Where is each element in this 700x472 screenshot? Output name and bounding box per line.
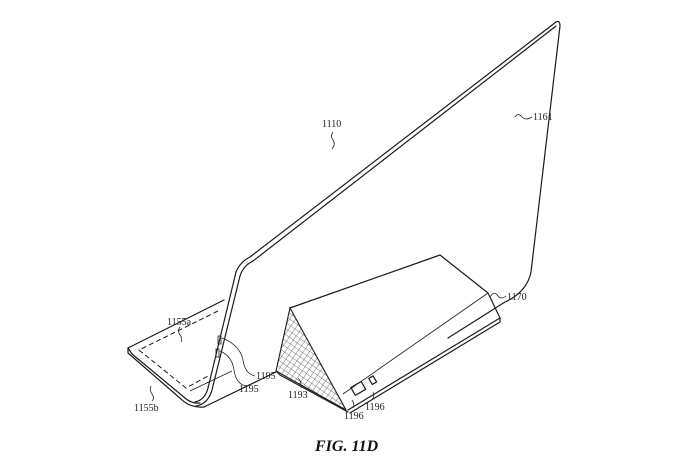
label-mesh-vent: 1193 bbox=[288, 390, 308, 401]
label-hinge-upper: 1195 bbox=[256, 371, 276, 382]
label-rear-surface: 1161 bbox=[533, 112, 553, 123]
label-hinge-lower: 1195 bbox=[239, 384, 259, 395]
figure-caption: FIG. 11D bbox=[314, 438, 379, 455]
stand-housing bbox=[275, 254, 501, 414]
label-port-right: 1196 bbox=[365, 402, 385, 413]
leader-lines bbox=[149, 114, 533, 409]
label-port-left: 1196 bbox=[344, 411, 364, 422]
display-panel bbox=[194, 20, 561, 407]
label-foot-bottom: 1155b bbox=[134, 403, 159, 414]
label-foot-top: 1155a bbox=[167, 317, 192, 328]
label-display: 1110 bbox=[322, 119, 341, 130]
label-stand: 1170 bbox=[507, 292, 527, 303]
